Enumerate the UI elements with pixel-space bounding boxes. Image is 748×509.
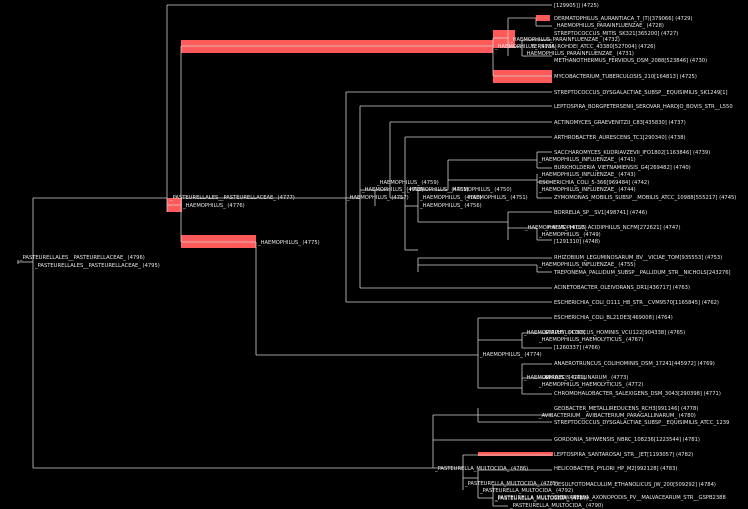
leaf-label: ESCHERICHIA_COLI_O111_H8_STR__CVM9570[11… (554, 300, 719, 306)
highlight-bar (493, 70, 552, 83)
node-label: _HAEMOPHILUS_ (4774) (479, 352, 542, 358)
node-label: _HAEMOPHILUS_ (4752) (524, 225, 587, 231)
node-label: _PASTEURELLALES__PASTEURELLACEAE_ (4796) (19, 255, 145, 261)
leaf-label: ANAEROTRUNCUS_COLIHOMINIS_DSM_17241[4459… (554, 361, 715, 367)
leaf-label: ESCHERICHIA_COLI_BL21DE3[469008] (4764) (554, 315, 673, 321)
node-label: _AVIBACTERIUM__AVIBACTERIUM_PARAGALLINAR… (538, 413, 696, 419)
leaf-label: MYCOBACTERIUM_TUBERCULOSIS_210[164813] (… (554, 74, 697, 80)
leaf-label: BORRELIA_SP__SV1[498741] (4746) (554, 210, 647, 216)
highlight-bar (493, 30, 515, 48)
node-label: _HAEMOPHILUS_HAEMOLYTICUS_ (4767) (538, 337, 643, 343)
leaf-label: LEPTOSPIRA_BORGPETERSENII_SEROVAR_HARDJO… (554, 104, 733, 110)
leaf-label: STREPTOCOCCUS_MITIS_SK321[365200] (4727) (554, 31, 678, 37)
leaf-label: GORDONIA_SIHWENSIS_NBRC_108236[1223544] … (554, 437, 700, 443)
leaf-label: SACCHAROMYCES_KUDRIAVZEVII_IFO1802[11638… (554, 150, 710, 156)
node-label: _PASTEURELLALES__PASTEURELLACEAE_ (4795) (34, 263, 160, 269)
node-label: _HAEMOPHILUS_ (4771) (523, 375, 586, 381)
node-label: _PASTEURELLA_MULTOCIDA_ (4792) (479, 488, 573, 494)
leaf-label: BURKHOLDERIA_VIETNAMIENSIS_G4[269482] (4… (554, 165, 691, 171)
node-label: _PASTEURELLA_MULTOCIDA_ (4790) (509, 503, 603, 509)
highlight-bar (181, 40, 493, 53)
leaf-label: HELICOBACTER_PYLORI_HP_M2[992128] (4783) (554, 466, 677, 472)
leaf-label: DESULFOTOMACULUM_ETHANOLICUS_JW_200[5092… (554, 482, 716, 488)
leaf-label: SHEWANELLA_AXONOPODIS_PV__MALVACEARUM_ST… (554, 495, 726, 501)
node-label: _HAEMOPHILUS_ (4760) (419, 195, 482, 201)
leaf-label: GEOBACTER_METALLIREDUCENS_RCH3[991146] (… (554, 406, 698, 412)
node-label: _HAEMOPHILUS_ (4750) (449, 187, 512, 193)
node-label: _HAEMOPHILUS_ (4736) (494, 44, 557, 50)
node-label: _HAEMOPHILUS_ (4749) (538, 232, 601, 238)
node-label: _PASTEURELLALES__PASTEURELLACEAE_ (4777) (169, 195, 295, 201)
node-label: _HAEMOPHILUS_ (4756) (419, 203, 482, 209)
node-label: _HAEMOPHILUS_HAEMOLYTICUS_ (4772) (538, 382, 643, 388)
highlight-bars (167, 15, 553, 456)
node-label: _PASTEURELLA_MULTOCIDA_ (4785) (464, 481, 558, 487)
node-label: _HAEMOPHILUS_INFLUENZAE_ (4743) (538, 172, 636, 178)
node-label: _HAEMOPHILUS_ (4775) (257, 240, 320, 246)
node-label: _HAEMOPHILUS_ (4759) (376, 180, 439, 186)
tree-branches (17, 4, 552, 507)
node-label: _HAEMOPHILUS_ (4768) (523, 330, 586, 336)
leaf-label: CHROMOHALOBACTER_SALEXIGENS_DSM_3043[290… (554, 391, 721, 397)
leaf-label: LEPTOSPIRA_SANTAROSAI_STR__JET[1193057] … (554, 452, 693, 458)
node-label: _HAEMOPHILUS_PARAINFLUENZAE_ (4731) (523, 51, 634, 57)
highlight-bar (478, 452, 553, 456)
node-label: _HAEMOPHILUS_ (4758) (361, 187, 424, 193)
leaf-label: ACINETOBACTER_OLEIVORANS_DR1[436717] (47… (554, 285, 690, 291)
leaf-label: YERSINIA_ROHDEI_ATCC_43380[527004] (4726… (530, 44, 656, 50)
node-label: _HAEMOPHILUS_INFLUENZAE_ (4755) (538, 262, 636, 268)
leaf-label: METHANOTHERMUS_FERVIDUS_DSM_2088[523846]… (554, 58, 707, 64)
node-label: _HAEMOPHILUS_INFLUENZAE_ (4744) (538, 187, 636, 193)
leaf-label: [1260337] (4766) (554, 345, 600, 351)
node-label: _HAEMOPHILUS_ (4751) (465, 195, 528, 201)
node-label: _HAEMOPHILUS_ (4757) (346, 195, 409, 201)
node-label: _HAEMOPHILUS_INFLUENZAE_ (4741) (538, 157, 636, 163)
node-label: _PASTEURELLA_MULTOCIDA_ (4787) (494, 496, 588, 502)
leaf-label: ZYMOMONAS_MOBILIS_SUBSP__MOBILIS_ATCC_10… (554, 195, 736, 201)
leaf-label: ACTINOMYCES_GRAEVENITZII_C83[435830] (47… (554, 120, 686, 126)
leaf-label: _HAEMOPHILUS_ACIDIPHILUS_NCFM[272621] (4… (544, 225, 680, 231)
node-label: _PASTEURELLA_MULTOCIDA_ (4789) (494, 495, 588, 501)
leaf-label: _HAEMOPHILUS_PARAINFLUENZAE_ (4728) (553, 23, 664, 29)
node-label: _HAEMOPHILUS_PARAINFLUENZAE_ (4732) (509, 37, 620, 43)
node-label: _PASTEURELLA_MULTOCIDA_ (4786) (434, 466, 528, 472)
leaf-label: STREPTOCOCCUS_DYSGALACTIAE_SUBSP__EQUISI… (554, 420, 729, 426)
node-label: _HAEMOPHILUS_ (4776) (182, 203, 245, 209)
leaf-label: ESCHERICHIA_COLI_5-366[969484] (4742) (539, 180, 649, 186)
highlight-bar (536, 15, 550, 21)
leaf-label: STAPHYLOCOCCUS_HOMINIS_VCU122[904338] (4… (545, 330, 685, 336)
tree-labels: [129905]] (4725) DERMATOPHILUS_AURANTIAC… (19, 3, 736, 509)
leaf-label: [129905]] (4725) (554, 3, 599, 9)
highlight-bar (181, 235, 256, 248)
leaf-label: TREPONEMA_PALLIDUM_SUBSP__PALLIDUM_STR__… (553, 270, 731, 276)
node-label: _HAEMOPHILUS_ (4761) (406, 187, 469, 193)
leaf-label: RHIZOBIUM_LEGUMINOSARUM_BV__VICIAE_TOM[9… (554, 255, 722, 261)
leaf-label: DERMATOPHILUS_AURANTIACA_T_(T)[379066] (… (554, 16, 692, 22)
leaf-label: STREPTOCOCCUS_DYSGALACTIAE_SUBSP__EQUISI… (554, 90, 728, 96)
leaf-label: EPRAECIS_GALLINARUM_ (4773) (545, 375, 628, 381)
leaf-label: ARTHROBACTER_AURESCENS_TC1[290340] (4738… (554, 135, 686, 141)
leaf-label: [1291310] (4748) (554, 239, 600, 245)
